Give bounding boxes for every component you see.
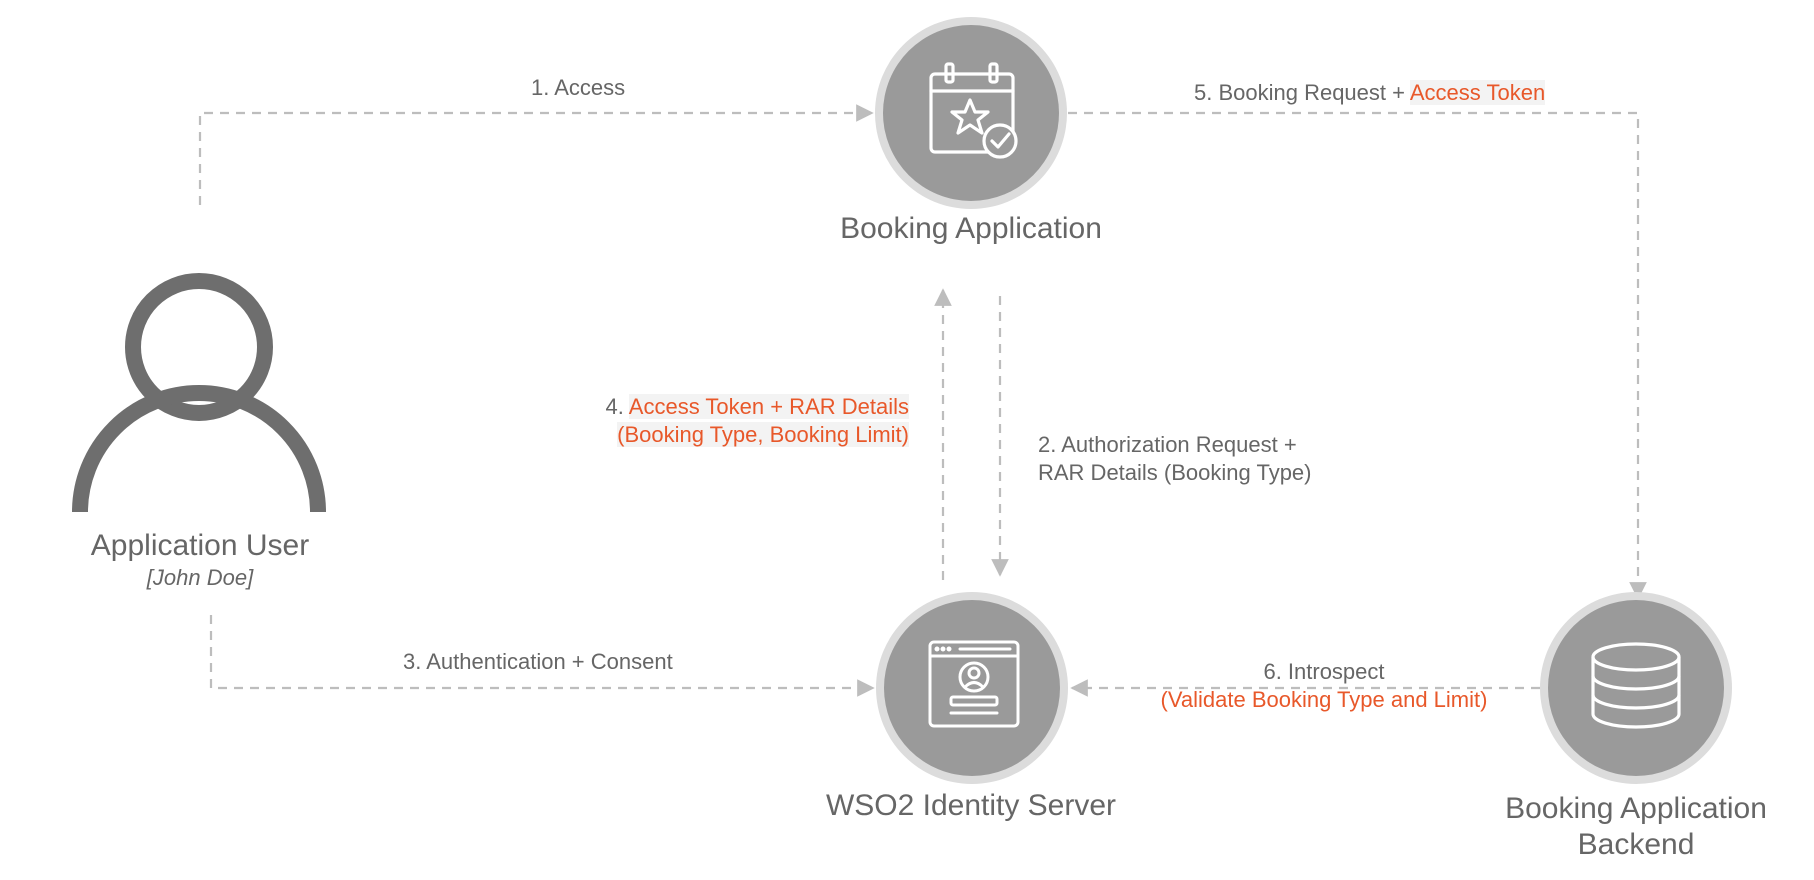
step6-line2: (Validate Booking Type and Limit) — [1160, 687, 1488, 712]
identity-server-node — [876, 592, 1068, 784]
identity-server-label: WSO2 Identity Server — [825, 789, 1117, 822]
user-label: Application User — [90, 529, 310, 562]
step4-line2: (Booking Type, Booking Limit) — [617, 422, 909, 447]
backend-label: Booking Application Backend — [1436, 791, 1814, 863]
step4-line1: Access Token + RAR Details — [628, 394, 909, 419]
step3-label: 3. Authentication + Consent — [403, 649, 673, 674]
step1-label: 1. Access — [531, 75, 626, 100]
step2-label: 2. Authorization Request + RAR Details (… — [1038, 431, 1312, 487]
booking-app-label: Booking Application — [840, 212, 1102, 245]
database-icon — [1591, 642, 1681, 729]
arrow-step3-authentication — [209, 615, 875, 697]
backend-node — [1540, 592, 1732, 784]
booking-app-node — [875, 17, 1067, 209]
step6-line1: 6. Introspect — [1263, 659, 1385, 684]
user-icon — [72, 273, 326, 513]
arrow-step5-booking-request — [1068, 111, 1647, 600]
step5-prefix: 5. Booking Request + — [1194, 80, 1410, 105]
step4-prefix: 4. — [605, 394, 629, 419]
step2-line2: RAR Details (Booking Type) — [1038, 460, 1312, 485]
user-sublabel: [John Doe] — [146, 565, 254, 590]
backend-label-line2: Backend — [1577, 828, 1695, 861]
arrow-step1-access — [198, 104, 874, 205]
step5-access-token: Access Token — [1409, 80, 1546, 105]
step6-label: 6. Introspect (Validate Booking Type and… — [1124, 658, 1524, 714]
step2-line1: 2. Authorization Request + — [1038, 432, 1297, 457]
calendar-star-check-icon — [929, 62, 1018, 159]
backend-label-line1: Booking Application — [1505, 792, 1767, 825]
step5-label: 5. Booking Request + Access Token — [1194, 79, 1546, 107]
step4-label: 4. Access Token + RAR Details (Booking T… — [500, 393, 909, 449]
login-window-icon — [928, 640, 1020, 728]
